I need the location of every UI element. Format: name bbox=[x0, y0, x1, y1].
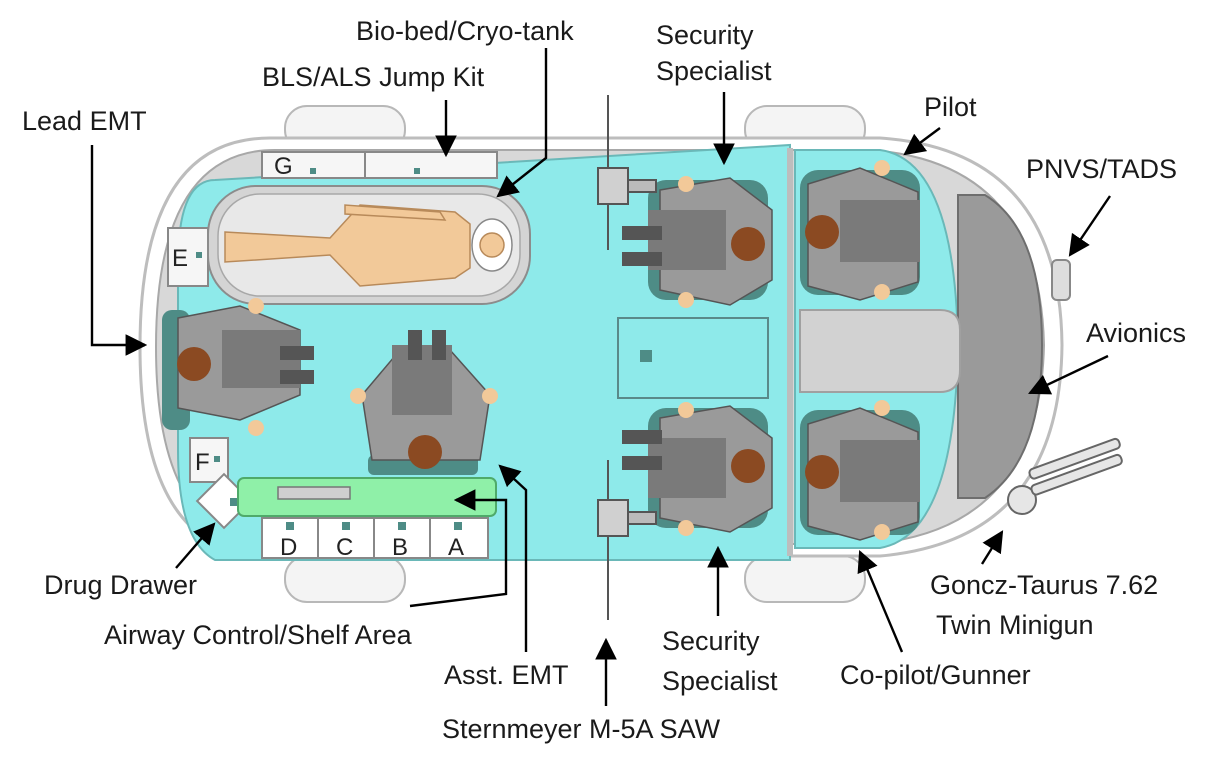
drawer-a-label: A bbox=[448, 534, 464, 561]
cabinet-e-label: E bbox=[172, 245, 188, 272]
arrow-drug-drawer bbox=[175, 522, 216, 569]
table-fixture bbox=[640, 350, 652, 362]
label-minigun-2: Twin Minigun bbox=[936, 610, 1094, 640]
arrow-asst-emt bbox=[498, 464, 528, 652]
crew-copilot bbox=[800, 400, 920, 541]
label-lead-emt: Lead EMT bbox=[22, 106, 147, 136]
crew-security-top bbox=[622, 176, 773, 308]
center-console bbox=[799, 309, 961, 393]
label-avionics: Avionics bbox=[1086, 318, 1186, 348]
saw-gun-bottom bbox=[597, 460, 657, 620]
cabinet-f-label: F bbox=[195, 449, 210, 476]
patient bbox=[224, 204, 513, 287]
label-drug-drawer: Drug Drawer bbox=[44, 570, 197, 600]
pnvs-tads-sensor bbox=[1051, 259, 1071, 301]
crew-pilot bbox=[800, 160, 920, 301]
drawer-row: D C B A bbox=[261, 517, 489, 561]
arrow-airway bbox=[409, 489, 508, 608]
label-asst-emt: Asst. EMT bbox=[444, 660, 569, 690]
arrow-copilot bbox=[857, 550, 904, 653]
arrow-pilot bbox=[903, 127, 941, 156]
twin-minigun bbox=[1007, 437, 1123, 515]
drawer-c-label: C bbox=[336, 534, 353, 561]
label-minigun-1: Goncz-Taurus 7.62 bbox=[930, 570, 1158, 600]
airway-shelf bbox=[237, 477, 497, 517]
drawer-d-label: D bbox=[280, 534, 297, 561]
arrow-pnvs bbox=[1068, 195, 1111, 257]
label-pilot: Pilot bbox=[924, 92, 977, 122]
label-security-top-1: Security bbox=[656, 20, 754, 50]
cabinet-f: F bbox=[189, 437, 229, 483]
label-pnvs-tads: PNVS/TADS bbox=[1026, 154, 1177, 184]
label-security-bottom-1: Security bbox=[662, 626, 760, 656]
arrow-avionics bbox=[1028, 354, 1109, 395]
label-security-bottom-2: Specialist bbox=[662, 666, 778, 696]
label-saw: Sternmeyer M-5A SAW bbox=[442, 714, 721, 744]
label-jump-kit: BLS/ALS Jump Kit bbox=[262, 62, 485, 92]
crew-lead-emt bbox=[162, 298, 314, 436]
cabinet-e: E bbox=[167, 227, 209, 287]
compartment-g: G bbox=[261, 151, 498, 180]
saw-gun-top bbox=[597, 95, 657, 250]
compartment-g-label: G bbox=[274, 153, 293, 180]
label-bio-bed: Bio-bed/Cryo-tank bbox=[356, 16, 574, 46]
drawer-b-label: B bbox=[392, 534, 408, 561]
arrow-minigun bbox=[980, 530, 1004, 565]
arrow-bio-bed bbox=[496, 48, 548, 198]
avionics-bay bbox=[957, 194, 1044, 499]
crew-security-bottom bbox=[622, 402, 773, 536]
label-airway: Airway Control/Shelf Area bbox=[104, 620, 413, 650]
crew-asst-emt bbox=[350, 330, 498, 475]
arrow-lead-emt bbox=[90, 145, 148, 356]
label-copilot: Co-pilot/Gunner bbox=[840, 660, 1031, 690]
label-security-top-2: Specialist bbox=[656, 56, 772, 86]
